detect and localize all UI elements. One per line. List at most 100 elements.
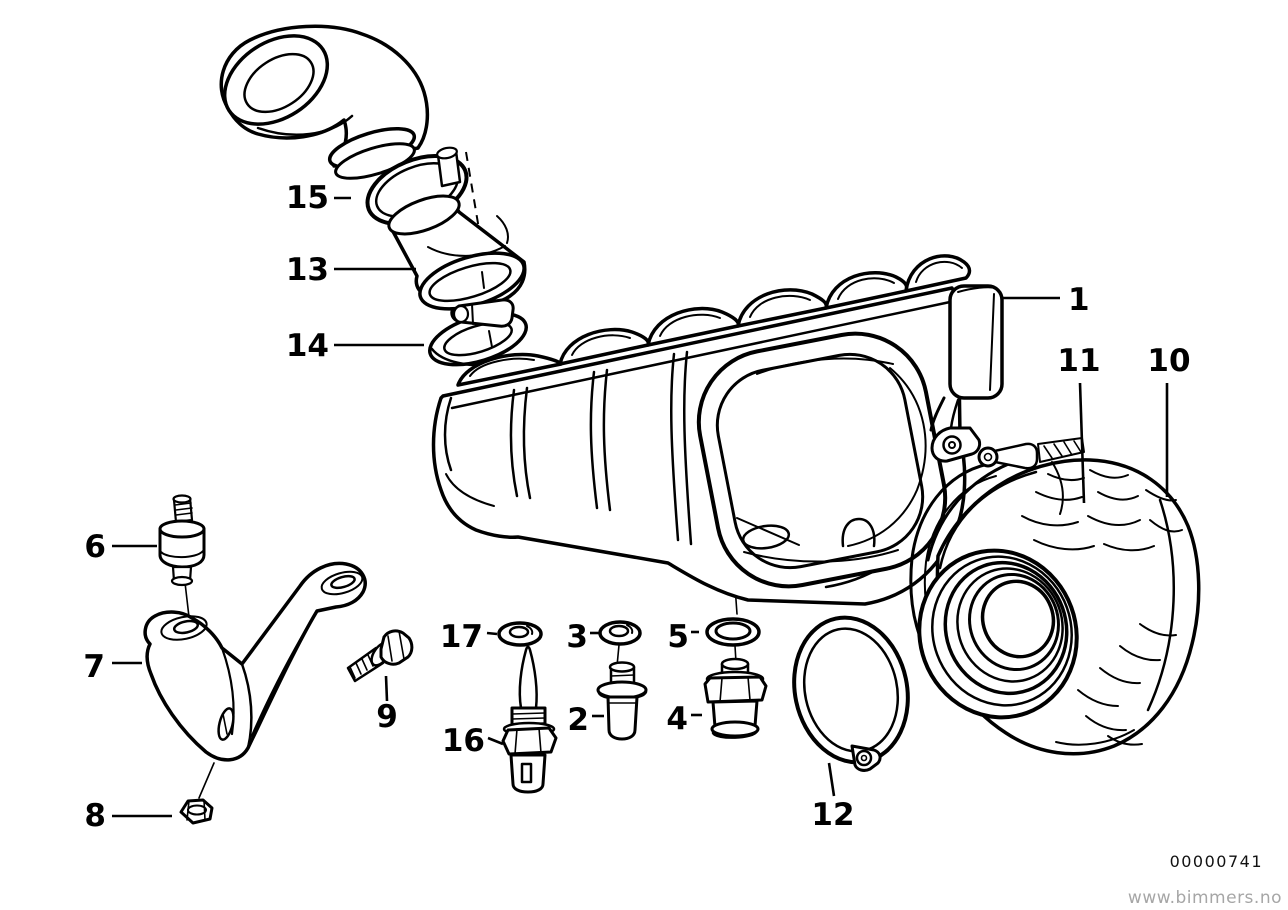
part-8-nut-drawing [179,798,214,825]
rib-2a [589,370,599,510]
duct10-contour-right [1146,498,1175,712]
elbow-mouth-inner [243,52,315,114]
rib-2b [602,368,612,512]
part-9-bolt-drawing [346,629,414,683]
boot13-bottom-inner [428,261,512,303]
callout-17-leader [486,631,498,636]
bolt9-thread-5 [349,666,356,679]
callout-13-label: 13 [286,252,329,288]
hump1-detail [469,357,535,377]
callout-2-label: 2 [567,702,589,738]
duct10-rib-2 [1035,491,1083,501]
duct10-rib-7 [1145,489,1177,502]
watermark: www.bimmers.no [1128,888,1282,908]
callout-12-leader [827,762,836,797]
flange-band-line [450,300,952,410]
rib-3b [682,350,693,546]
ring14-nub-line [471,303,474,325]
callout-12-label: 12 [811,797,854,833]
rib-1a [509,388,519,498]
duct10-hatch-5 [1085,715,1127,732]
nut8-facet-2 [203,799,206,821]
part-5-seal-ring-drawing [705,617,761,647]
interior-top-line [756,357,894,375]
bracket7-slot [217,707,235,741]
rib-1b [522,386,532,500]
callout-10-label: 10 [1147,343,1190,379]
foot-detail-line [445,473,495,507]
slab-edge-line [989,293,995,391]
nut8-facet-1 [186,800,190,821]
sensor16-rib-2 [511,717,546,720]
hump5-detail [837,277,895,300]
duct10-rib-9 [1033,539,1095,551]
intake-elbow-pipe-drawing [219,24,430,180]
clamp11-perforation-3 [1063,441,1073,456]
callout-16-label: 16 [442,723,485,759]
clamp11-perforation-2 [1053,443,1063,457]
sensor16-hex [501,726,558,756]
duct10-rib-5 [1021,515,1079,527]
runner-hump-6 [904,254,972,293]
mount6-thread-2 [175,507,193,511]
callout-4-label: 4 [666,701,688,737]
ring14-axis-dash [488,330,493,348]
plug2-body [606,695,639,741]
bracket7-right-ear-rim [320,570,364,596]
part-7-bracket-drawing [143,561,367,762]
bracket7-fold-b [240,662,253,750]
duct10-rib-8 [1149,519,1183,533]
clamp11-screw-center [983,452,993,462]
washer3-inner [608,624,630,638]
mount6-stud-cap [172,494,192,504]
interior-floor-line [743,549,899,563]
nut8-body [179,798,214,825]
callout-17-label: 17 [440,619,483,655]
duct10-opening [980,579,1056,659]
mount6-thread-3 [175,512,193,516]
bracket7-arm-inner-edge [250,609,319,738]
fitting4-bottom-band [711,729,759,739]
bolt9-thread-3 [361,658,368,671]
seal5-inner [714,621,752,641]
hump4-detail [749,294,811,318]
clamp11-screw-head [977,446,999,468]
interior-port-hole [741,524,791,550]
callout-11-label: 11 [1057,343,1100,379]
duct10-rib-3 [1089,469,1129,479]
duct10-hatch-2 [1099,667,1141,685]
duct10-rib-10 [1103,543,1155,552]
part-4-fitting-drawing [703,657,768,739]
sensor16-needle [518,645,538,710]
duct10-rib-4 [1097,491,1139,501]
bracket7-left-ear-rim [160,615,208,641]
document-number: 00000741 [1170,852,1263,871]
mount6-nub-face [170,575,194,587]
left-cap-line [443,396,453,472]
part-16-sensor-drawing [501,645,558,794]
washer17-notch [526,625,534,635]
washer3-notch [626,624,634,634]
elbow-flange-inner [334,142,416,180]
bracket7-left-ear-hole [172,619,200,635]
sensor16-slot [520,762,533,784]
slab-top-line [957,286,997,293]
fitting4-bottom-flange [710,720,760,738]
sensor16-rib-1 [511,712,546,715]
part-17-washer-drawing [497,621,543,647]
fitting4-hex-facet-2 [747,676,751,701]
callout-3-label: 3 [566,619,588,655]
clamp11-perforation-4 [1073,440,1082,453]
callout-15-label: 15 [286,180,329,216]
washer17-inner [508,625,530,639]
bolt9-head [379,629,414,666]
boot13-fold-line [427,245,506,257]
interior-u-boss [841,517,876,548]
slab-neck-a [929,396,946,432]
axis-bracket-to-nut [198,762,215,799]
clamp11-band-arc-inner [938,470,1038,570]
clamp12-screw-center [860,754,868,762]
bolt9-head-facet-1 [387,635,393,662]
